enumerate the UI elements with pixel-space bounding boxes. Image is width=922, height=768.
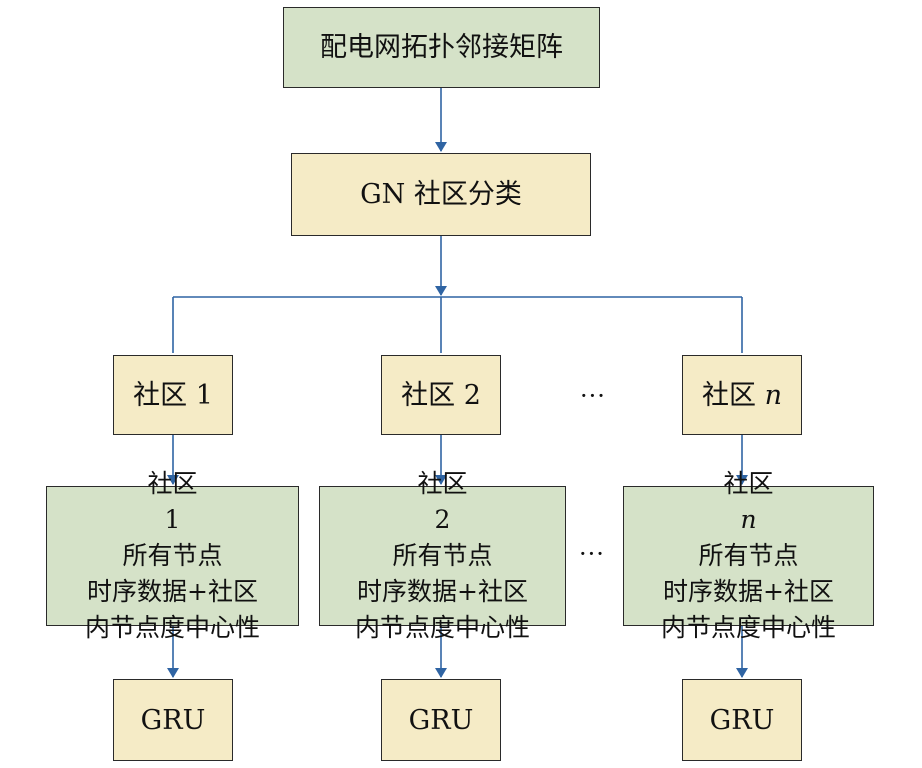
community-ellipsis: ···: [580, 382, 606, 410]
detail-2-line2: 时序数据+社区: [357, 577, 528, 606]
detail-2-line1: 社区 2 所有节点: [392, 469, 493, 570]
community-1-box: 社区 1: [113, 355, 233, 435]
gru-1-label: GRU: [140, 704, 206, 736]
community-n-box: 社区 n: [682, 355, 802, 435]
detail-2-line3: 内节点度中心性: [354, 613, 530, 642]
gru-2-label: GRU: [408, 704, 474, 736]
classify-label: GN 社区分类: [360, 179, 522, 210]
community-1-detail-box: 社区 1 所有节点 时序数据+社区 内节点度中心性: [46, 469, 299, 642]
detail-ellipsis: ···: [579, 540, 605, 568]
detail-n-line2: 时序数据+社区: [663, 577, 834, 606]
gru-n-label: GRU: [709, 704, 775, 736]
detail-1-line2: 时序数据+社区: [87, 577, 258, 606]
community-2-label: 社区 2: [401, 379, 481, 411]
gru-n-box: GRU: [682, 679, 802, 761]
classify-box: GN 社区分类: [291, 153, 591, 236]
matrix-box: 配电网拓扑邻接矩阵: [283, 7, 600, 88]
community-n-label: 社区 n: [702, 379, 782, 411]
detail-n-line3: 内节点度中心性: [660, 613, 836, 642]
community-2-box: 社区 2: [381, 355, 501, 435]
detail-1-line3: 内节点度中心性: [84, 613, 260, 642]
gru-2-box: GRU: [381, 679, 501, 761]
community-n-detail-box: 社区 n 所有节点 时序数据+社区 内节点度中心性: [623, 469, 874, 642]
community-1-label: 社区 1: [133, 379, 213, 411]
detail-1-line1: 社区 1 所有节点: [122, 469, 223, 570]
gru-1-box: GRU: [113, 679, 233, 761]
detail-n-line1: 社区 n 所有节点: [698, 469, 799, 570]
community-2-detail-box: 社区 2 所有节点 时序数据+社区 内节点度中心性: [319, 469, 566, 642]
matrix-label: 配电网拓扑邻接矩阵: [320, 32, 563, 63]
